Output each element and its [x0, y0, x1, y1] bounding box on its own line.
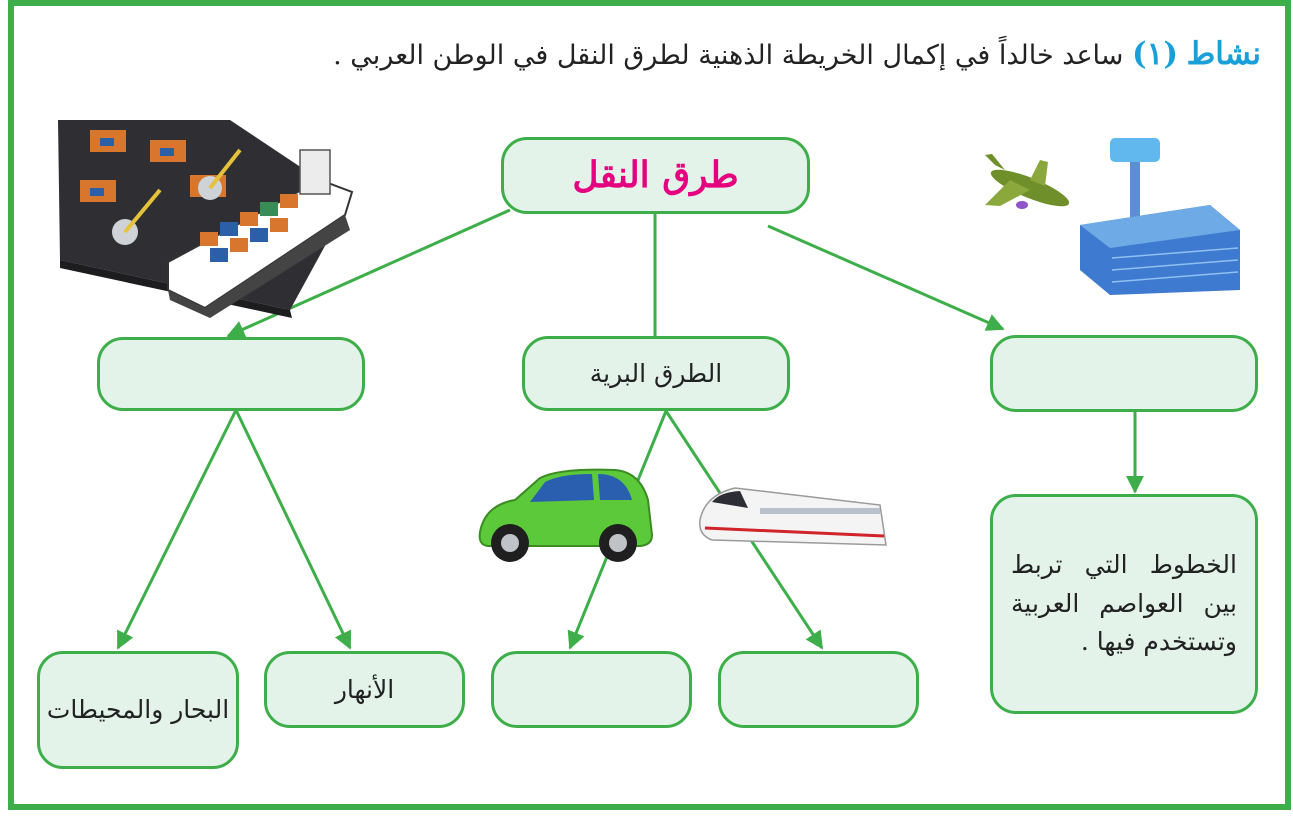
airplane-icon: [985, 154, 1070, 209]
air-routes-description-node: الخطوط التي تربط بين العواصم العربية وتس…: [990, 494, 1258, 714]
arrow-root-to-air: [767, 224, 1005, 331]
activity-label: نشاط: [1186, 36, 1261, 72]
activity-number: (١): [1132, 36, 1178, 72]
air-routes-node-empty[interactable]: [990, 335, 1258, 412]
arrow-sea-to-rivers: [234, 409, 352, 650]
root-node: طرق النقل: [501, 137, 810, 214]
arrow-sea-to-seas: [116, 409, 238, 650]
activity-instruction: ساعد خالداً في إكمال الخريطة الذهنية لطر…: [333, 40, 1124, 71]
land-routes-node: الطرق البرية: [522, 336, 790, 411]
arrow-root-to-sea: [226, 208, 511, 338]
cargo-ship-port-illustration: [58, 120, 354, 318]
seas-oceans-node: البحار والمحيطات: [37, 651, 239, 769]
car-illustration: [478, 468, 654, 562]
sea-routes-node-empty[interactable]: [97, 337, 365, 411]
activity-title: نشاط (١) ساعد خالداً في إكمال الخريطة ال…: [333, 36, 1261, 72]
airport-airplane-illustration: [985, 138, 1240, 295]
train-illustration: [699, 487, 887, 546]
frame-top-strip: [8, 0, 1291, 6]
land-routes-cars-node-empty[interactable]: [491, 651, 692, 728]
land-routes-trains-node-empty[interactable]: [718, 651, 919, 728]
rivers-node: الأنهار: [264, 651, 465, 728]
